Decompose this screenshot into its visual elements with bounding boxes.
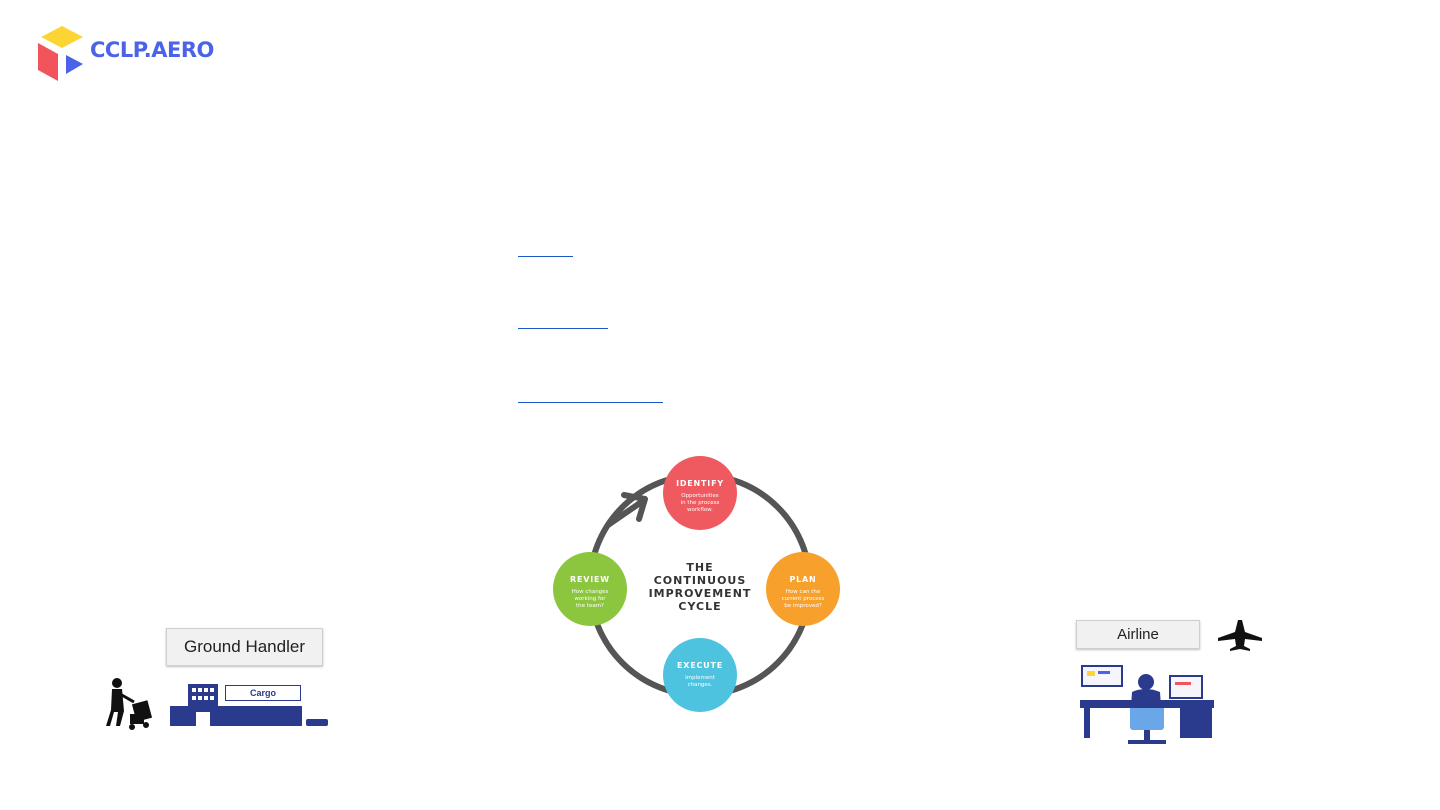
stage-circle [766,552,840,626]
airline-illustration: Airline [1070,616,1290,756]
stage-description-line: workflow. [687,507,713,513]
cargo-sign: Cargo [225,685,301,701]
stage-description-line: changes. [688,682,713,688]
cargo-building-icon [170,684,328,726]
office-worker-icon [1080,665,1214,744]
stage-description-line: Opportunities [681,493,719,499]
cube-logo-icon [38,26,83,81]
stage-description-line: Implement [685,675,716,681]
airline-label: Airline [1076,620,1200,649]
cycle-title-line-2: CONTINUOUS [654,574,747,587]
link-underline-1[interactable] [518,256,573,257]
cycle-title-line-3: IMPROVEMENT [649,587,752,600]
stage-description-line: in the process [681,500,720,506]
stage-circle [663,638,737,712]
link-underline-2[interactable] [518,328,608,329]
cycle-arrow-icon [605,492,648,528]
cycle-title: THE CONTINUOUS IMPROVEMENT CYCLE [649,561,752,613]
brand-logo: CCLP.AERO [36,24,214,84]
stage-description-line: How changes [572,589,609,595]
airplane-icon [1218,620,1262,651]
stage-name: EXECUTE [677,661,723,670]
stage-name: REVIEW [570,575,610,584]
stage-description-line: working for [574,596,606,602]
cycle-title-line-1: THE [686,561,713,574]
porter-icon [106,678,153,730]
cycle-title-line-4: CYCLE [678,600,721,613]
stage-name: IDENTIFY [676,479,724,488]
stage-description-line: be improved? [784,603,822,609]
stage-name: PLAN [789,575,816,584]
ground-handler-illustration: Ground Handler Cargo [84,626,334,736]
link-underline-3[interactable] [518,402,663,403]
stage-circle [663,456,737,530]
stage-description-line: How can the [786,589,821,595]
stage-circle [553,552,627,626]
stage-description-line: current process [782,596,825,602]
brand-name: CCLP.AERO [90,38,214,62]
stage-description-line: the team? [576,603,604,609]
ground-handler-label: Ground Handler [166,628,323,666]
